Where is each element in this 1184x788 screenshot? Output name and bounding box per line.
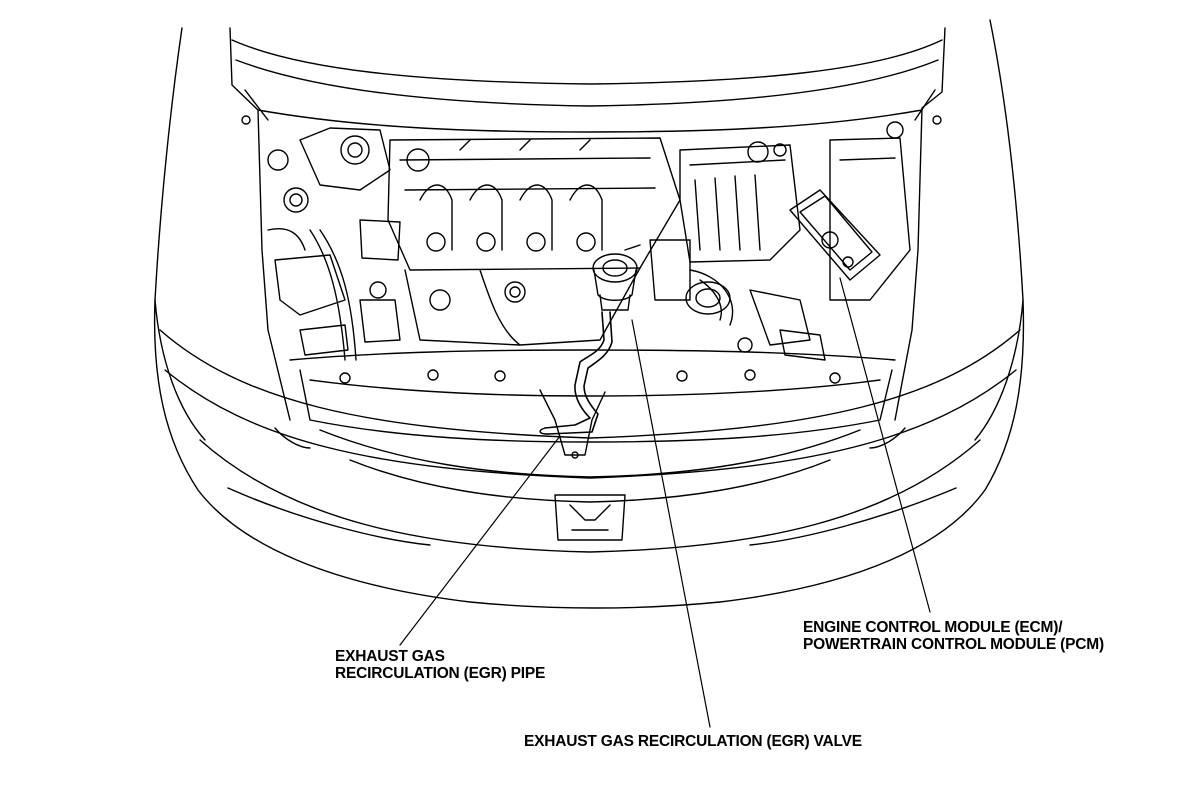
egr-pipe-label-line1: EXHAUST GAS — [335, 648, 445, 665]
right-bay-components — [649, 121, 911, 361]
egr-valve-label: EXHAUST GAS RECIRCULATION (EGR) VALVE — [524, 733, 862, 750]
egr-pipe-label: EXHAUST GAS RECIRCULATION (EGR) PIPE — [335, 648, 545, 682]
leader-line-egr-pipe — [399, 435, 561, 646]
leader-line-ecm — [839, 277, 931, 613]
left-bay-components — [267, 127, 451, 361]
ecm-pcm-label-line1: ENGINE CONTROL MODULE (ECM)/ — [803, 619, 1063, 636]
egr-pipe-label-line2: RECIRCULATION (EGR) PIPE — [335, 665, 546, 682]
ecm-pcm-label-line2: POWERTRAIN CONTROL MODULE (PCM) — [803, 636, 1104, 653]
car-body-outline — [153, 19, 1025, 609]
egr-pipe — [539, 311, 613, 435]
leader-lines — [399, 277, 931, 728]
egr-valve — [592, 244, 641, 311]
engine-valve-cover — [387, 137, 681, 346]
egr-valve-label-line1: EXHAUST GAS RECIRCULATION (EGR) VALVE — [524, 733, 862, 750]
hood-frame — [229, 27, 946, 421]
leader-line-egr-valve — [631, 319, 711, 728]
front-grille — [274, 427, 906, 541]
ecm-pcm-label: ENGINE CONTROL MODULE (ECM)/ POWERTRAIN … — [803, 619, 1104, 653]
radiator-support — [289, 349, 896, 459]
